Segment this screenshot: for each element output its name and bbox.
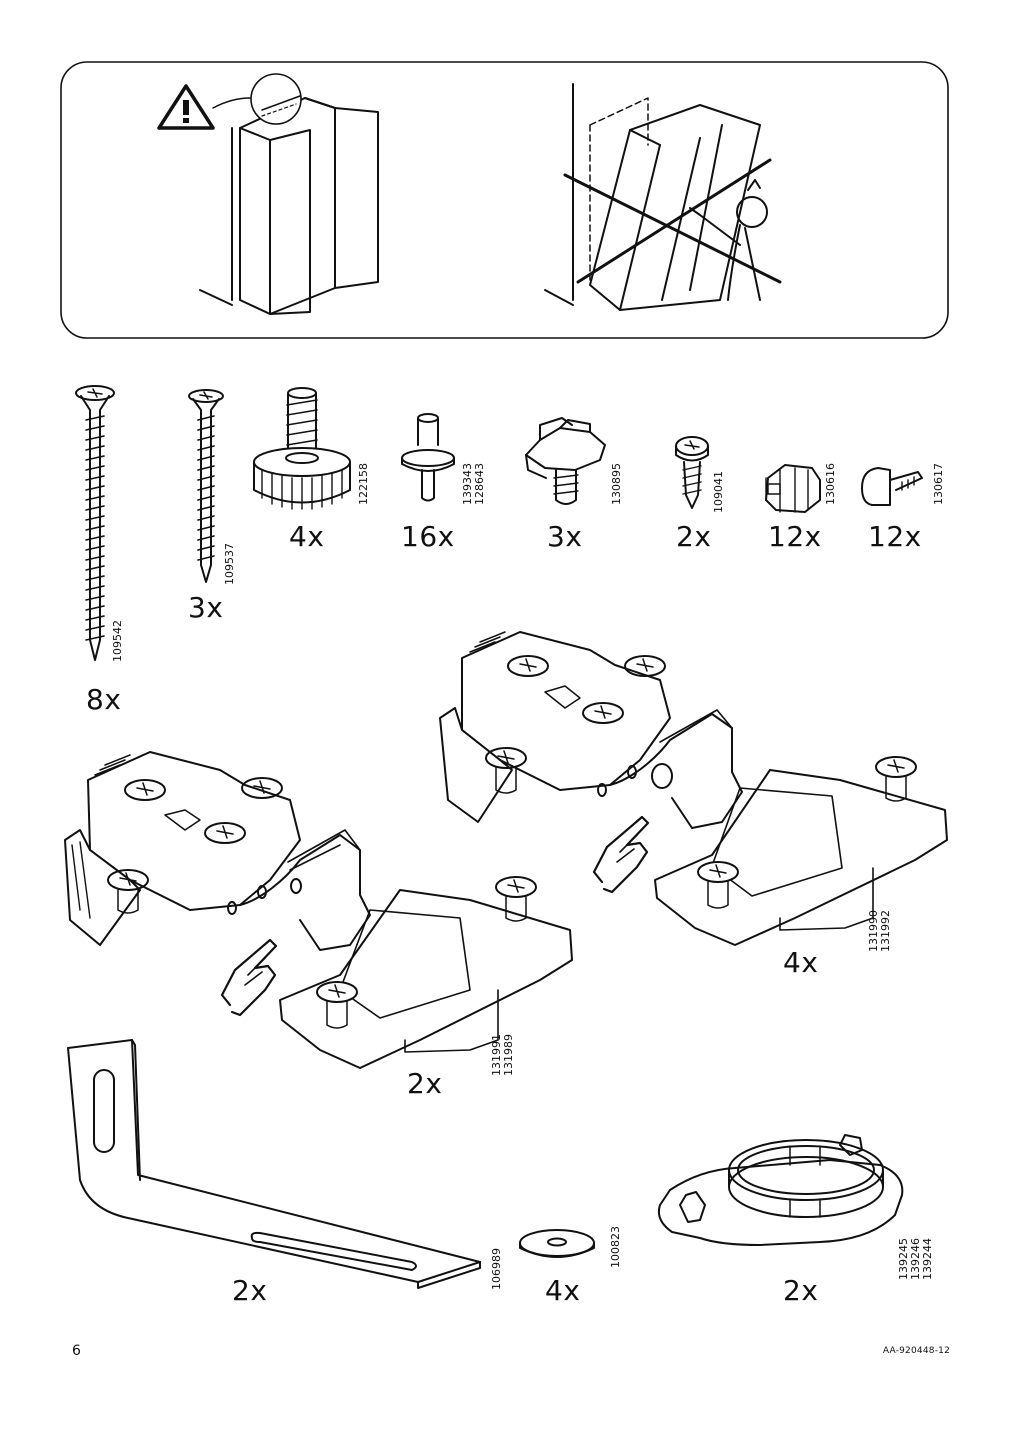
- part-code-cam-bolt: 130617: [932, 463, 945, 505]
- part-code-medium-screw: 109537: [223, 543, 236, 585]
- part-code-washer: 100823: [609, 1226, 622, 1268]
- pointing-hand-icon-right: [592, 815, 650, 894]
- warning-triangle-icon: [157, 84, 251, 130]
- quantity-cam-lock: 12x: [768, 520, 822, 553]
- part-code-hinge-clip: 130895: [610, 463, 623, 505]
- quantity-shelf-pin: 16x: [401, 520, 455, 553]
- part-code-ring-mount: 139245 139246 139244: [897, 1238, 934, 1280]
- quantity-long-screw: 8x: [86, 683, 122, 716]
- part-code-adjustable-foot: 122158: [357, 463, 370, 505]
- quantity-adjustable-foot: 4x: [289, 520, 325, 553]
- document-id: AA-920448-12: [882, 1346, 950, 1356]
- quantity-hinge-clip: 3x: [547, 520, 583, 553]
- part-code-hinge-right: 131990 131992: [867, 910, 892, 952]
- part-code-angle-bracket: 106989: [490, 1248, 503, 1290]
- cabinet-against-wall-correct: [199, 73, 379, 315]
- quantity-short-screw: 2x: [676, 520, 712, 553]
- part-code-long-screw: 109542: [111, 620, 124, 662]
- quantity-hinge-right: 4x: [783, 946, 819, 979]
- cam-bolt-drawing: [861, 467, 923, 506]
- quantity-washer: 4x: [545, 1274, 581, 1307]
- washer-drawing: [519, 1229, 595, 1258]
- cam-lock-drawing: [765, 464, 821, 513]
- part-code-shelf-pin: 139343 128643: [461, 463, 486, 505]
- pointing-hand-icon-left: [220, 938, 278, 1017]
- medium-screw-drawing: [188, 389, 224, 583]
- adjustable-foot-drawing: [253, 387, 351, 510]
- short-screw-drawing: [675, 436, 709, 509]
- part-code-hinge-left: 131991 131989: [490, 1034, 515, 1076]
- hinge-drawing-right: [439, 631, 948, 946]
- quantity-medium-screw: 3x: [188, 591, 224, 624]
- angle-bracket-drawing: [67, 1039, 481, 1289]
- quantity-angle-bracket: 2x: [232, 1274, 268, 1307]
- part-code-cam-lock: 130616: [824, 463, 837, 505]
- person-lifting-cabinet-crossed-out: [544, 83, 782, 311]
- quantity-ring-mount: 2x: [783, 1274, 819, 1307]
- ring-mount-drawing: [657, 1134, 904, 1246]
- quantity-cam-bolt: 12x: [868, 520, 922, 553]
- hinge-clip-drawing: [525, 417, 606, 505]
- quantity-hinge-left: 2x: [407, 1067, 443, 1100]
- hinge-drawing-left: [64, 751, 573, 1069]
- page-number: 6: [72, 1343, 81, 1359]
- shelf-pin-drawing: [401, 413, 455, 502]
- part-code-short-screw: 109041: [712, 471, 725, 513]
- long-screw-drawing: [75, 385, 115, 661]
- warning-panel-frame: [60, 61, 949, 339]
